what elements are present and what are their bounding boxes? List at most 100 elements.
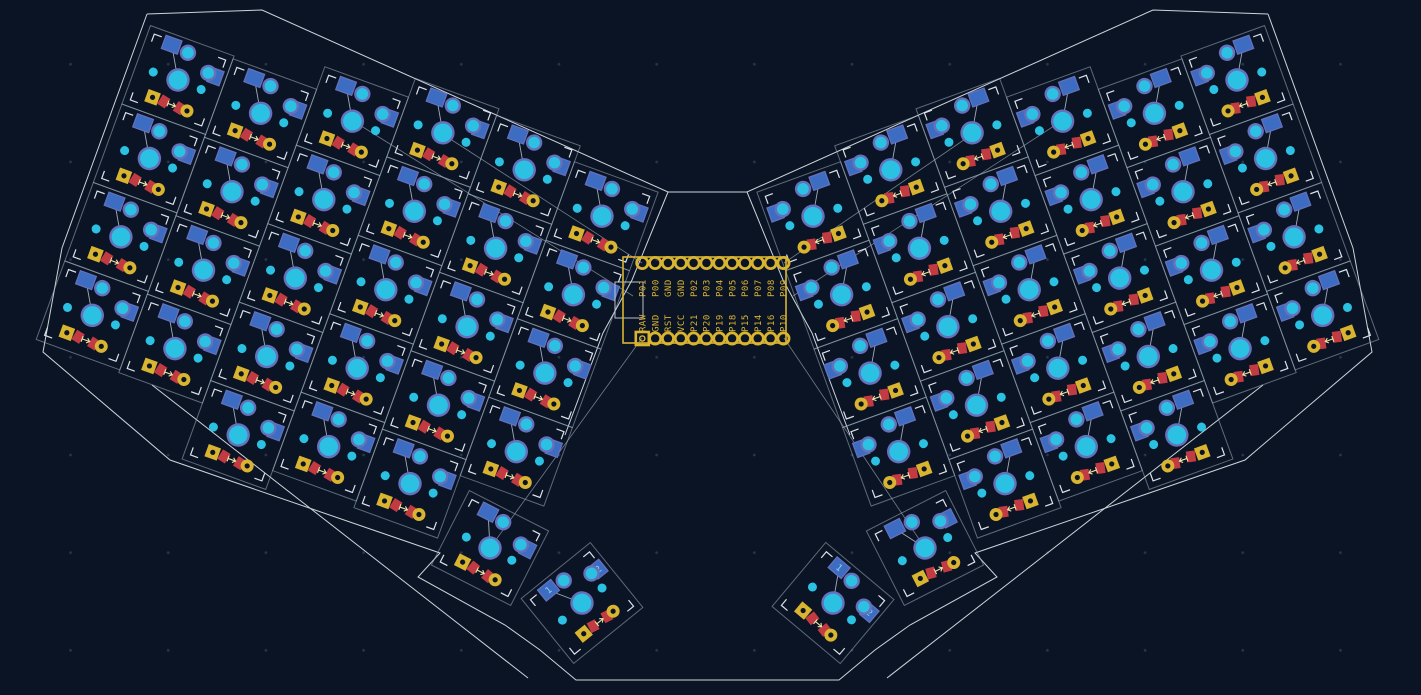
controller-pin-pad[interactable] (776, 331, 791, 346)
diode-footprint[interactable] (873, 178, 925, 209)
key-switch-footprint[interactable] (834, 114, 948, 225)
key-switch-footprint[interactable] (545, 161, 659, 272)
diode-footprint[interactable] (409, 141, 461, 172)
diode-footprint[interactable] (930, 335, 982, 366)
diode-footprint[interactable] (482, 460, 534, 491)
key-switch-footprint[interactable] (1091, 301, 1206, 412)
key-switch-footprint[interactable] (203, 58, 318, 169)
diode-footprint[interactable] (87, 245, 139, 276)
key-switch-footprint[interactable] (1120, 379, 1234, 491)
key-switch-footprint[interactable] (784, 239, 899, 350)
diode-footprint[interactable] (824, 303, 876, 334)
board-outline[interactable] (564, 191, 669, 436)
diode-footprint[interactable] (323, 377, 375, 407)
key-switch-footprint[interactable] (410, 271, 524, 382)
diode-footprint[interactable] (959, 414, 1011, 444)
diode-footprint[interactable] (574, 601, 623, 643)
key-switch-footprint[interactable] (357, 156, 472, 267)
key-switch-footprint[interactable] (381, 350, 496, 461)
key-switch-footprint[interactable] (756, 161, 870, 272)
diode-footprint[interactable] (511, 382, 563, 412)
key-switch-footprint[interactable] (300, 313, 414, 424)
board-outline[interactable] (886, 384, 1264, 679)
diode-footprint[interactable] (1074, 208, 1126, 239)
diode-footprint[interactable] (461, 257, 513, 287)
diode-footprint[interactable] (141, 357, 193, 388)
controller-pin-pad[interactable] (763, 255, 778, 270)
controller-pin-pad[interactable] (660, 255, 675, 270)
key-switch-footprint[interactable] (329, 234, 443, 345)
diode-footprint[interactable] (1222, 357, 1274, 388)
diode-footprint[interactable] (204, 444, 256, 474)
diode-footprint[interactable] (881, 460, 933, 491)
diode-footprint[interactable] (380, 220, 432, 250)
diode-footprint[interactable] (144, 89, 196, 119)
board-outline[interactable] (42, 13, 1373, 681)
diode-footprint[interactable] (290, 208, 342, 239)
diode-footprint[interactable] (1012, 298, 1064, 329)
diode-footprint[interactable] (58, 324, 110, 354)
key-switch-footprint[interactable] (1180, 24, 1294, 136)
key-switch-footprint[interactable] (181, 379, 295, 491)
diode-footprint[interactable] (793, 601, 840, 644)
diode-footprint[interactable] (568, 225, 620, 255)
controller-pin-pad[interactable] (648, 255, 663, 270)
key-switch-footprint[interactable] (1237, 181, 1351, 292)
controller-pin-pad[interactable] (686, 331, 701, 346)
key-switch-footprint[interactable] (438, 193, 553, 304)
controller-pin-pad[interactable] (699, 331, 714, 346)
controller-pin-pad[interactable] (763, 331, 778, 346)
diode-footprint[interactable] (902, 257, 954, 287)
key-switch-footprint[interactable] (1183, 293, 1297, 404)
key-switch-footprint[interactable] (118, 293, 232, 404)
diode-footprint[interactable] (318, 130, 370, 160)
key-switch-footprint[interactable] (813, 318, 927, 429)
diode-footprint[interactable] (1040, 377, 1092, 407)
diode-footprint[interactable] (404, 414, 456, 444)
diode-footprint[interactable] (911, 553, 963, 588)
key-switch-footprint[interactable] (841, 396, 956, 507)
key-switch-footprint[interactable] (1154, 215, 1269, 326)
diode-footprint[interactable] (226, 122, 278, 152)
controller-pin-pad[interactable] (737, 331, 752, 346)
key-switch-footprint[interactable] (1126, 136, 1240, 247)
key-switch-footprint[interactable] (948, 428, 1062, 539)
key-switch-footprint[interactable] (271, 391, 386, 502)
diode-footprint[interactable] (852, 382, 904, 412)
diode-footprint[interactable] (1165, 200, 1217, 231)
diode-footprint[interactable] (1045, 130, 1097, 160)
key-switch-footprint[interactable] (35, 260, 150, 371)
key-switch-footprint[interactable] (459, 396, 574, 507)
key-switch-footprint[interactable]: 12 (771, 541, 895, 665)
key-switch-footprint[interactable] (1001, 313, 1115, 424)
diode-footprint[interactable] (115, 167, 167, 198)
diode-footprint[interactable] (1137, 122, 1189, 152)
key-switch-footprint[interactable] (1034, 144, 1148, 255)
diode-footprint[interactable] (795, 225, 847, 255)
controller-pin-pad[interactable] (725, 255, 740, 270)
key-switch-footprint[interactable] (1029, 391, 1144, 502)
diode-footprint[interactable] (169, 279, 221, 309)
controller-pin-pad[interactable] (635, 255, 650, 270)
diode-footprint[interactable] (983, 220, 1035, 250)
key-switch-footprint[interactable] (1265, 260, 1380, 371)
controller-pin-pad[interactable] (750, 331, 765, 346)
controller-pin-pad[interactable] (686, 255, 701, 270)
diode-footprint[interactable] (490, 178, 542, 209)
controller-pin-pad[interactable] (673, 331, 688, 346)
board-outline[interactable] (746, 191, 851, 436)
key-switch-footprint[interactable] (64, 181, 178, 292)
diode-footprint[interactable] (954, 141, 1006, 172)
diode-footprint[interactable] (1131, 365, 1183, 396)
diode-footprint[interactable] (1069, 455, 1121, 486)
diode-footprint[interactable] (1305, 324, 1357, 354)
diode-footprint[interactable] (1219, 89, 1271, 119)
controller-pin-pad[interactable] (673, 255, 688, 270)
controller-pin-pad[interactable] (712, 331, 727, 346)
board-outline[interactable] (146, 9, 1269, 193)
diode-footprint[interactable] (1102, 287, 1154, 317)
diode-footprint[interactable] (1276, 245, 1328, 276)
key-switch-footprint[interactable] (915, 77, 1029, 188)
controller-pin-pad[interactable] (660, 331, 675, 346)
